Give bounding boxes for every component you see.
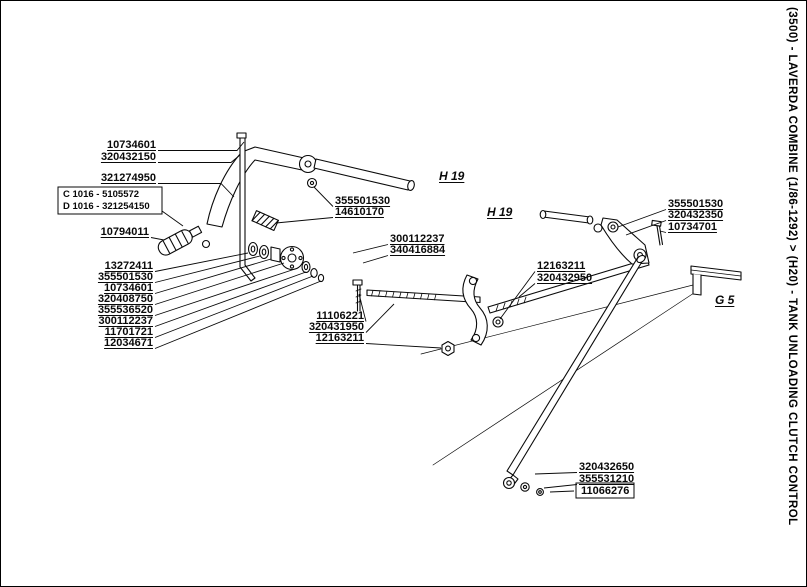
- leader-line: [659, 230, 667, 233]
- vertical-link-rod: [236, 132, 256, 282]
- leader-line: [365, 343, 442, 349]
- page-ref-label: H 19: [439, 169, 465, 183]
- spring: [251, 210, 279, 231]
- code-label: D 1016 - 321254150: [63, 201, 150, 212]
- part-number-label: 355501530: [98, 271, 153, 283]
- label-layer: 1073460132043215032127495010794011132724…: [57, 139, 735, 499]
- part-number-label: 12163211: [316, 332, 364, 344]
- leader-line: [362, 255, 389, 264]
- part-number-label: 13272411: [105, 260, 153, 272]
- threaded-rod: [366, 289, 481, 304]
- washer-bushing-cluster: [247, 241, 325, 283]
- upper-control-rod: [313, 158, 415, 191]
- leader-line: [518, 283, 536, 298]
- leader-line: [158, 154, 241, 163]
- part-number-label: 355536520: [98, 304, 153, 316]
- part-number-label: 14610170: [335, 206, 384, 218]
- leader-line: [365, 303, 395, 333]
- bottom-washers: [520, 482, 544, 496]
- part-number-label: 11701721: [105, 326, 153, 338]
- leader-line: [617, 209, 667, 228]
- page-reference-title: (3500) - LAVERDA COMBINE (1/86-1292) > (…: [786, 7, 798, 526]
- leader-line: [161, 210, 184, 227]
- part-number-label: 300112237: [390, 233, 444, 245]
- leader-line: [154, 252, 249, 272]
- part-number-label: 355501530: [335, 195, 390, 207]
- leader-line: [275, 217, 334, 224]
- leader-line: [154, 262, 285, 305]
- leader-line: [154, 267, 299, 316]
- leader-line: [154, 275, 314, 338]
- clamp-bolt: [352, 279, 363, 312]
- part-number-label: 355501530: [668, 198, 723, 210]
- hand-grip: [157, 225, 203, 256]
- leader-line: [358, 293, 367, 322]
- long-drive-tube: [502, 254, 646, 490]
- part-number-label: 355531210: [579, 473, 634, 485]
- leader-line: [499, 271, 536, 320]
- part-number-label: 321274950: [101, 172, 156, 184]
- grip-stud: [201, 239, 211, 249]
- rod-end-washer: [492, 316, 504, 328]
- part-number-label: 11106221: [316, 310, 364, 322]
- leader-line: [549, 490, 575, 493]
- part-number-label: 320408750: [98, 293, 153, 305]
- part-number-label: 320432650: [579, 461, 634, 473]
- part-number-label: 10734701: [668, 221, 717, 233]
- part-number-label: 320432150: [101, 151, 156, 163]
- diagram-art: [157, 132, 742, 496]
- leader-line: [313, 186, 334, 207]
- link-plate: [462, 274, 488, 346]
- part-number-label: 320432950: [537, 272, 592, 284]
- leader-line: [158, 141, 245, 151]
- code-group-box: [57, 186, 163, 215]
- label-box: [575, 482, 635, 499]
- part-number-label: 12163211: [537, 260, 585, 272]
- part-number-label: 10734601: [104, 282, 153, 294]
- part-number-label: 320431950: [309, 321, 364, 333]
- part-number-label: 10734601: [107, 139, 156, 151]
- leader-line: [534, 472, 578, 475]
- leader-line: [154, 271, 307, 327]
- hex-nut: [441, 340, 455, 357]
- leader-line: [154, 280, 322, 349]
- leader-line: [625, 220, 667, 236]
- leader-line: [150, 237, 165, 241]
- leader-line: [158, 183, 235, 198]
- leader-line: [352, 244, 389, 254]
- part-number-label: 340416884: [390, 244, 446, 256]
- leader-line: [543, 484, 578, 489]
- part-number-label: 12034671: [104, 337, 153, 349]
- part-number-label: 10794011: [101, 226, 149, 238]
- leader-line: [154, 255, 261, 283]
- part-number-label: 300112237: [99, 315, 153, 327]
- page-ref-label: G 5: [715, 293, 735, 307]
- projection-lines: [420, 283, 698, 466]
- g5-channel-bracket: [690, 265, 742, 296]
- page-ref-label: H 19: [487, 205, 513, 219]
- code-label: C 1016 - 5105572: [63, 189, 139, 200]
- leader-line: [154, 258, 272, 294]
- part-number-label: 11066276: [581, 485, 629, 497]
- short-link-rod: [539, 209, 603, 233]
- part-number-label: 320432350: [668, 209, 723, 221]
